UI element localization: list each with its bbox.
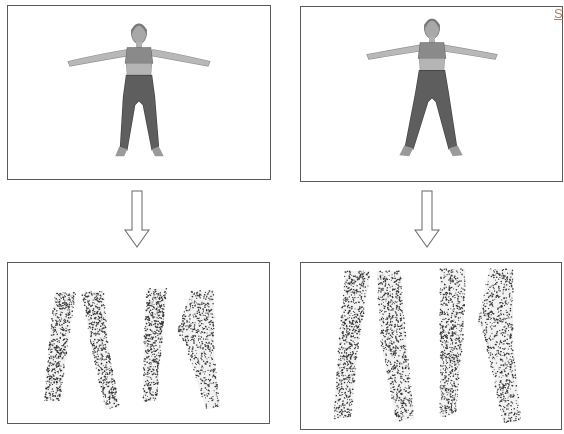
leg-cloud-segment bbox=[143, 288, 168, 402]
leg-cloud-segment bbox=[44, 292, 76, 401]
panel-human-model-right bbox=[300, 6, 563, 182]
leg-cloud-segment bbox=[439, 268, 465, 417]
down-arrow-icon bbox=[124, 190, 150, 248]
leg-cloud-segment bbox=[333, 270, 371, 419]
human-figure-right bbox=[301, 7, 562, 181]
panel-point-cloud-right bbox=[300, 262, 562, 430]
corner-mark: S bbox=[554, 6, 563, 21]
down-arrow-icon bbox=[414, 190, 440, 248]
leg-cloud-segment bbox=[377, 270, 415, 421]
leg-cloud-segment bbox=[477, 268, 520, 423]
leg-point-cloud-right bbox=[301, 263, 561, 429]
panel-point-cloud-left bbox=[7, 262, 270, 424]
leg-cloud-segment bbox=[177, 290, 220, 409]
human-figure-left bbox=[8, 6, 270, 179]
leg-point-cloud-left bbox=[8, 263, 269, 423]
panel-human-model-left bbox=[7, 5, 271, 180]
leg-cloud-segment bbox=[82, 291, 120, 410]
